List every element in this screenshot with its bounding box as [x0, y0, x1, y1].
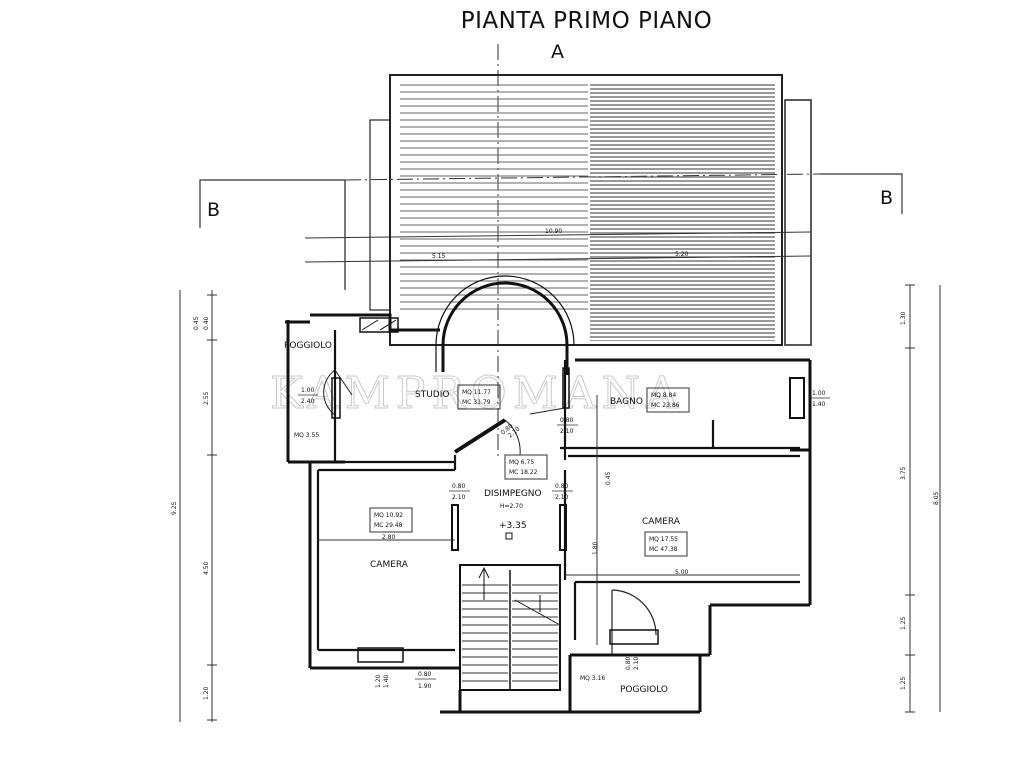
studio-label-box: [457, 384, 501, 410]
bath-door-w: 0.80: [625, 656, 632, 670]
window-bagno-w: 1.00: [812, 390, 826, 397]
entry-w: 0.80: [418, 671, 432, 678]
disimpegno-label-box: [504, 454, 548, 480]
door-poggiolo-2: [609, 589, 659, 655]
dimension-right: [905, 284, 941, 713]
vent-symbol: [359, 317, 399, 333]
bottom-win-w: 1.20: [375, 674, 382, 688]
section-mark-b-left: B: [207, 199, 220, 221]
dim-left-2: 2.55: [203, 391, 210, 405]
roof-hatch-left: [400, 83, 588, 315]
room-disimpegno-mq: MQ 6.75: [509, 459, 534, 466]
opening-poggiolo-w: 1.00: [301, 387, 315, 394]
dim-camera2-width: 5.00: [675, 569, 689, 576]
door-camera-left: [451, 504, 459, 551]
door-camera-right: [559, 504, 567, 551]
room-camera-2-mc: MC 47.38: [649, 546, 678, 553]
section-mark-b-right: B: [880, 187, 893, 209]
room-camera-1-mc: MC 29.48: [374, 522, 403, 529]
staircase: [459, 564, 561, 691]
dim-right-1: 1.30: [900, 311, 907, 325]
room-camera-1-mq: MQ 10.92: [374, 512, 403, 519]
door-disimpegno: [453, 418, 521, 456]
room-studio-mq: MQ 11.77: [462, 389, 491, 396]
bath-door-h: 2.10: [633, 656, 640, 670]
curved-wall: [441, 281, 569, 375]
room-studio-name: STUDIO: [415, 390, 449, 400]
dim-left-1a: 0.45: [193, 316, 200, 330]
room-camera-2-name: CAMERA: [642, 517, 681, 527]
dimension-left: [179, 290, 217, 722]
door-right-w: 0.80: [555, 483, 569, 490]
bagno-label-box: [646, 387, 690, 413]
watermark: KAMPROMANA: [270, 368, 684, 419]
dim-right-2: 3.75: [900, 466, 907, 480]
interior-walls: [316, 330, 800, 652]
room-studio-mc: MC 31.79: [462, 399, 491, 406]
dim-left-total: 9.25: [171, 501, 178, 515]
window-bagno: [789, 377, 805, 419]
door-studio-h: 2.10: [560, 428, 574, 435]
dim-right-3: 1.25: [900, 616, 907, 630]
dimension-top-split: 5.15 5.20: [304, 251, 811, 263]
dim-overall-top: 10.90: [545, 228, 562, 235]
room-disimpegno-height: H=2.70: [500, 503, 523, 510]
dim-camera1-width: 2.80: [382, 534, 396, 541]
dim-right-total: 8.05: [933, 491, 940, 505]
dimension-left-labels: 0.40 0.45 2.55 4.50 1.20 9.25: [171, 316, 210, 700]
room-camera-2-mq: MQ 17.55: [649, 536, 678, 543]
dim-top-left: 5.15: [432, 253, 446, 260]
camera-1-label-box: [369, 507, 413, 533]
room-disimpegno-level: +3.35: [499, 521, 527, 531]
dim-left-1: 0.40: [203, 316, 210, 330]
plan-title: PIANTA PRIMO PIANO: [460, 8, 713, 34]
room-disimpegno-name: DISIMPEGNO: [484, 489, 542, 499]
door-left-w: 0.80: [452, 483, 466, 490]
dim-top-right: 5.20: [675, 251, 689, 258]
dim-inner-180: 1.80: [592, 541, 599, 555]
dim-inner-045: 0.45: [605, 471, 612, 485]
door-studio: [529, 367, 570, 415]
bottom-win-h: 1.40: [383, 674, 390, 688]
level-marker: [505, 532, 513, 540]
room-poggiolo-2-area: MQ 3.16: [580, 675, 605, 682]
room-bagno-mc: MC 23.86: [651, 402, 680, 409]
dimension-top-overall: 10.90: [304, 228, 811, 239]
window-bagno-h: 1.40: [812, 401, 826, 408]
dim-left-4: 1.20: [203, 686, 210, 700]
room-poggiolo-1-area: MQ 3.55: [294, 432, 319, 439]
door-poggiolo: [323, 369, 353, 419]
section-mark-a: A: [551, 41, 564, 63]
dim-left-3: 4.50: [203, 561, 210, 575]
dimension-right-labels: 1.30 3.75 1.25 1.25 8.05: [900, 311, 940, 690]
door-left-h: 2.10: [452, 494, 466, 501]
door-studio-w: 0.80: [560, 417, 574, 424]
roof-hatch-right: [590, 83, 775, 341]
dim-right-4: 1.25: [900, 676, 907, 690]
room-camera-1-name: CAMERA: [370, 560, 409, 570]
door-right-h: 2.10: [555, 494, 569, 501]
room-disimpegno-mc: MC 18.22: [509, 469, 538, 476]
entry-h: 1.90: [418, 683, 432, 690]
room-poggiolo-2-name: POGGIOLO: [620, 685, 668, 695]
room-poggiolo-1-name: POGGIOLO: [284, 341, 332, 351]
room-bagno-name: BAGNO: [610, 397, 643, 407]
room-bagno-mq: MQ 8.84: [651, 392, 676, 399]
camera-2-label-box: [644, 531, 688, 557]
opening-poggiolo-h: 2.40: [301, 398, 315, 405]
window-camera-left: [357, 647, 404, 663]
roof-outline: [344, 74, 812, 346]
